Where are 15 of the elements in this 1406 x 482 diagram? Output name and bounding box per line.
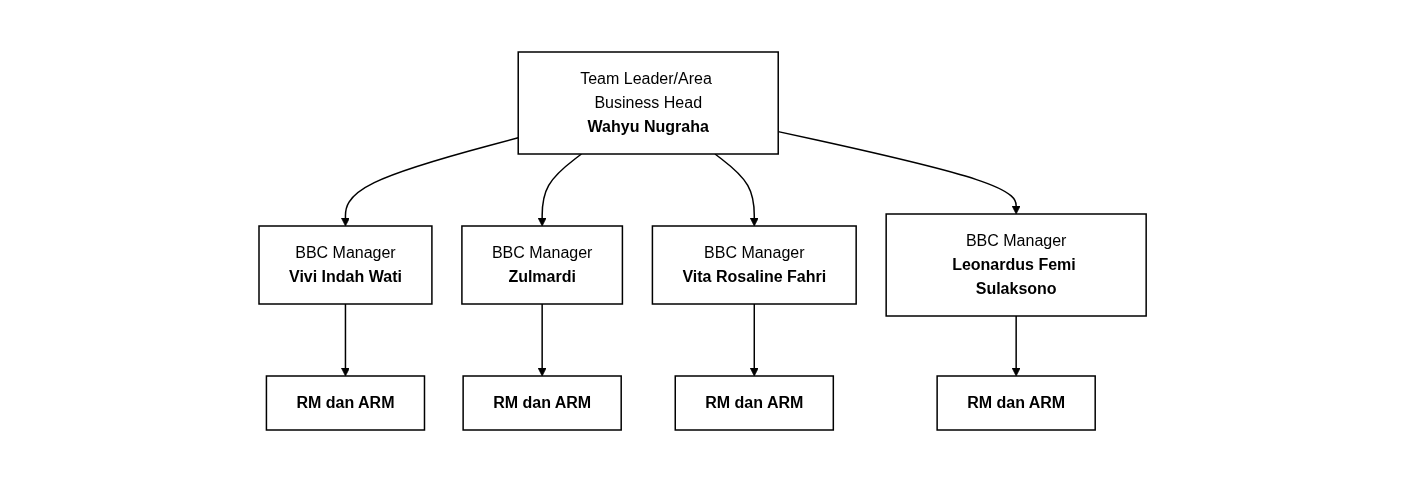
arrow [538,153,583,227]
arrow [714,153,760,227]
arrow [750,303,760,377]
node-box: BBC Manager Vivi Indah Wati [258,225,434,305]
arrow [1012,315,1021,377]
node-box: RM dan ARM [936,375,1097,431]
node-box: RM dan ARM [674,375,835,431]
node-box: BBC Manager Zulmardi [461,225,624,305]
node-box: BBC Manager Leonardus Femi Sulaksono [885,213,1148,317]
node-box: Team Leader/Area Business Head Wahyu Nugraha [517,51,780,155]
arrow [341,303,351,377]
node-box: RM dan ARM [462,375,623,431]
node-box: RM dan ARM [266,375,426,431]
arrow [538,303,547,377]
node-box: BBC Manager Vita Rosaline Fahri [652,225,858,305]
